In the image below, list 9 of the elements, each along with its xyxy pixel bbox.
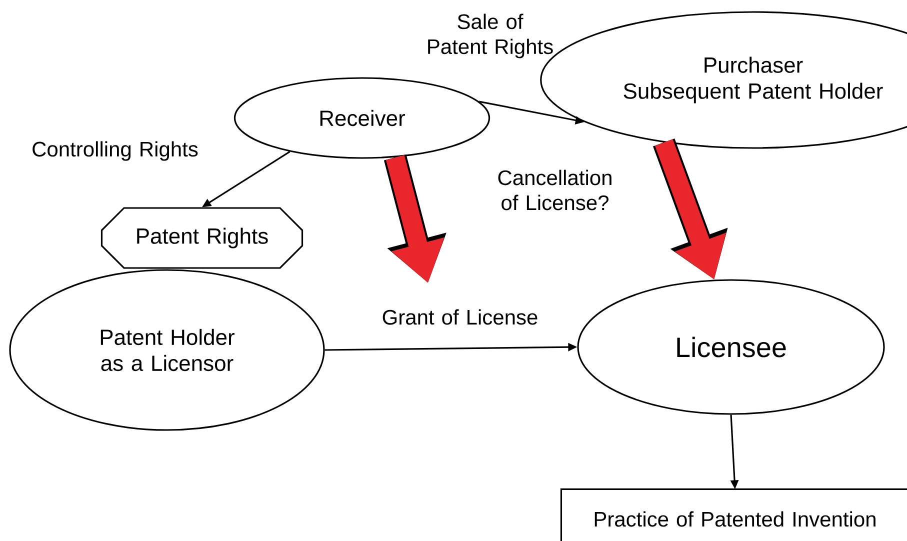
octagon-node: Patent Rights — [100, 207, 304, 269]
edge-label: Cancellation of License? — [498, 170, 612, 210]
edge-label: Grant of License — [382, 309, 538, 325]
ellipse-node: Licensee — [577, 279, 885, 415]
process-box: Practice of Patented Invention — [560, 488, 907, 541]
ellipse-node: Patent Holder as a Licensor — [9, 269, 325, 431]
edge-label: Controlling Rights — [32, 141, 198, 161]
edge-label: Sale of Patent Rights — [428, 14, 553, 58]
ellipse-node: Receiver — [234, 77, 490, 159]
